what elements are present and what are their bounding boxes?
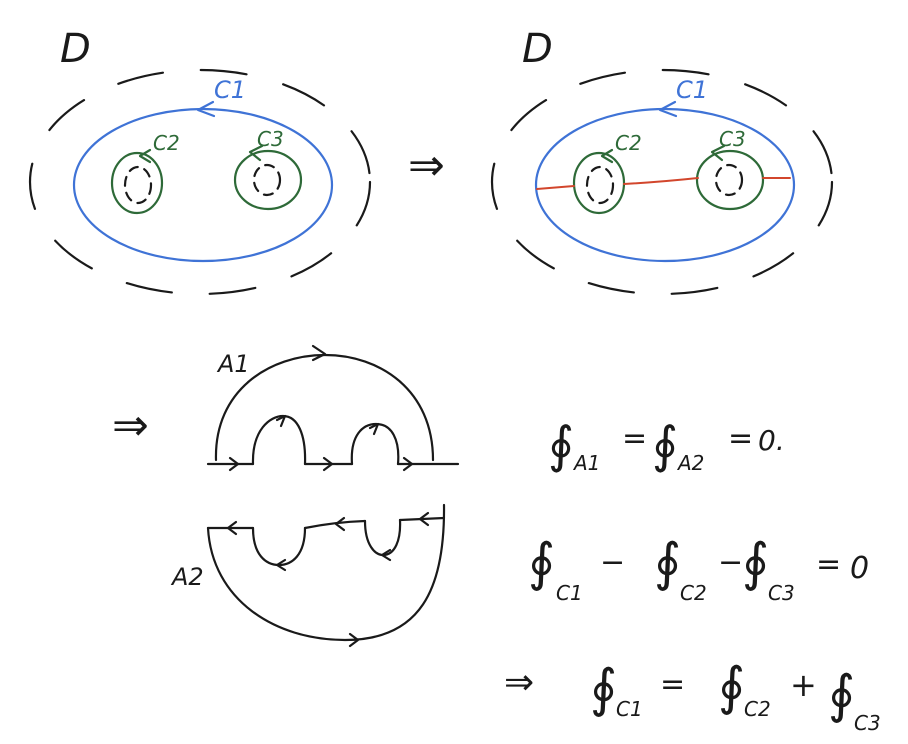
cut-line-left: [536, 185, 575, 190]
domain-label-d-after: D: [522, 26, 553, 72]
region-a2-notch-c3: [363, 518, 402, 557]
equals-sign: =: [660, 667, 685, 702]
a2-arrow-notch-2: [380, 548, 392, 562]
subscript-c3: C3: [768, 581, 795, 605]
panel-after: D C1 C2 C3: [490, 26, 834, 296]
integral-sign: ∮: [828, 665, 855, 725]
cut-line-middle: [623, 177, 699, 185]
c3-label: C3: [257, 127, 284, 151]
c2-direction-arrow: [138, 148, 152, 164]
c2-label-after: C2: [615, 131, 642, 155]
hole-c2-after: [585, 165, 615, 205]
hole-c3: [252, 163, 282, 197]
a1-arrow-base-3: [402, 456, 414, 472]
contour-c3-after: [695, 149, 765, 211]
a1-arrow-notch-2: [368, 422, 380, 436]
c2-direction-arrow-after: [600, 148, 614, 164]
subscript-c2: C2: [744, 697, 771, 721]
domain-boundary-dashed: [28, 68, 372, 296]
integral-sign: ∮: [528, 533, 555, 593]
equation-1: ∮ A1 = ∮ A2 = 0.: [548, 416, 785, 475]
domain-boundary-dashed-after: [490, 68, 834, 296]
equals-sign: =: [816, 547, 841, 582]
region-a2-outer-arc: [206, 503, 446, 642]
a1-label: A1: [216, 350, 250, 378]
contour-c1-after: [534, 107, 796, 263]
integral-sign: ∮: [548, 416, 574, 474]
integral-sign: ∮: [742, 533, 769, 593]
equals-sign: =: [622, 421, 647, 456]
a1-arrow-base-1: [228, 456, 240, 472]
a2-arrow-base-1: [226, 520, 238, 536]
split-regions: ⇒ A1 A2: [112, 344, 460, 648]
region-a1-notch-c2: [251, 414, 307, 466]
hole-c3-after: [714, 163, 744, 197]
c3-direction-arrow-after: [710, 144, 726, 162]
eq1-rhs: 0.: [758, 424, 785, 457]
subscript-a1: A1: [572, 451, 600, 475]
a1-arrow-notch-1: [275, 414, 287, 428]
implies-sign: ⇒: [504, 662, 534, 703]
subscript-a2: A2: [676, 451, 704, 475]
contour-c1: [72, 107, 334, 263]
a1-arrow-top: [311, 344, 327, 362]
integral-sign: ∮: [718, 657, 745, 717]
hole-c2: [123, 165, 153, 205]
subscript-c1: C1: [556, 581, 583, 605]
a2-arrow-notch-1: [275, 558, 287, 572]
subscript-c3: C3: [854, 711, 881, 735]
implies-arrow-1: ⇒: [408, 140, 445, 191]
eq2-rhs: 0: [850, 551, 869, 586]
c1-direction-arrow: [196, 100, 216, 118]
a2-arrow-base-2: [334, 516, 346, 532]
region-a2-baseline: [206, 516, 446, 530]
c1-label-after: C1: [676, 76, 708, 104]
a1-arrow-base-2: [322, 456, 334, 472]
panel-before: D C1 C2 C3: [28, 26, 372, 296]
c3-label-after: C3: [719, 127, 746, 151]
subscript-c2: C2: [680, 581, 707, 605]
equation-2: ∮ C1 − ∮ C2 − ∮ C3 = 0: [528, 533, 869, 605]
a2-label: A2: [170, 563, 204, 591]
contour-c2: [110, 151, 164, 215]
c2-label: C2: [153, 131, 180, 155]
integral-sign: ∮: [652, 416, 678, 474]
a2-arrow-bottom: [348, 632, 360, 648]
minus-sign: −: [600, 545, 625, 580]
minus-sign: −: [718, 545, 743, 580]
region-a2-notch-c2: [251, 526, 307, 567]
equations: ∮ A1 = ∮ A2 = 0. ∮ C1 − ∮ C2 − ∮ C3 = 0 …: [504, 416, 881, 735]
equals-sign: =: [728, 421, 753, 456]
integral-sign: ∮: [590, 659, 617, 719]
contour-c3: [233, 149, 303, 211]
implies-arrow-2: ⇒: [112, 400, 149, 451]
equation-3: ⇒ ∮ C1 = ∮ C2 + ∮ C3: [504, 657, 881, 735]
c3-direction-arrow: [248, 144, 264, 162]
integral-sign: ∮: [654, 533, 681, 593]
c1-label: C1: [214, 76, 246, 104]
c1-direction-arrow-after: [658, 100, 678, 118]
a2-arrow-base-3: [418, 511, 430, 527]
domain-label-d: D: [60, 26, 91, 72]
subscript-c1: C1: [616, 697, 643, 721]
plus-sign: +: [790, 666, 817, 704]
